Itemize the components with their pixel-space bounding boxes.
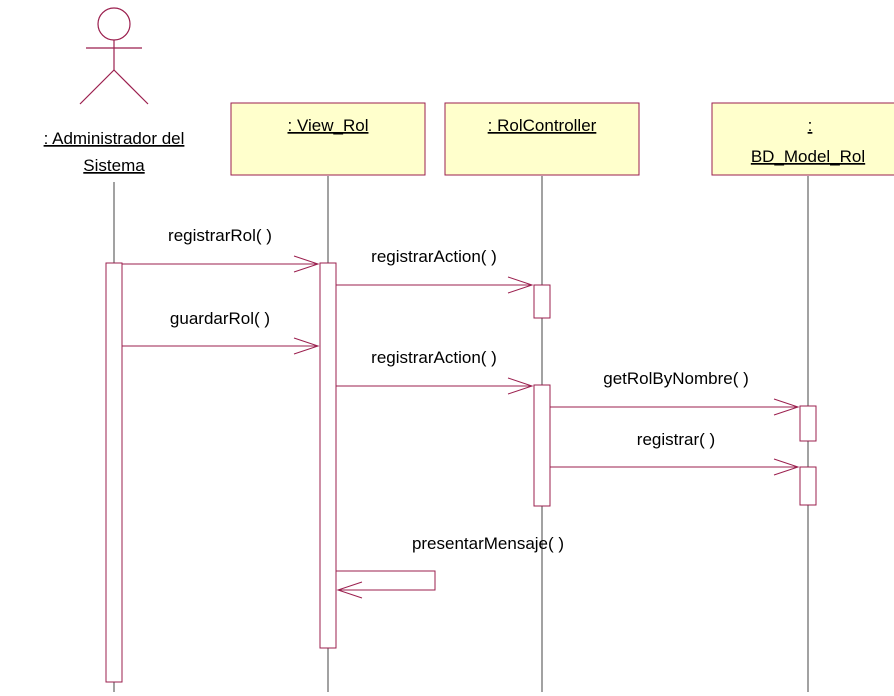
message-registrar <box>550 458 800 476</box>
message-registrar-rol <box>122 255 320 273</box>
object-bd-model-rol-label-line2: BD_Model_Rol <box>751 147 865 166</box>
message-label-get-rol-by-nombre: getRolByNombre( ) <box>603 369 749 388</box>
message-label-guardar-rol: guardarRol( ) <box>170 309 270 328</box>
object-view-rol: : View_Rol <box>230 102 426 176</box>
actor-label-line1: : Administrador del <box>44 129 185 148</box>
activation-model-1 <box>799 405 817 442</box>
message-label-registrar-rol: registrarRol( ) <box>168 226 272 245</box>
activation-controller-1 <box>533 284 551 319</box>
object-view-rol-label: : View_Rol <box>288 116 369 135</box>
message-presentar-mensaje <box>336 570 436 599</box>
activation-actor <box>105 262 123 683</box>
actor-label-line2: Sistema <box>83 156 145 175</box>
message-label-registrar: registrar( ) <box>637 430 715 449</box>
message-guardar-rol <box>122 337 320 355</box>
message-label-registrar-action-1: registrarAction( ) <box>371 247 497 266</box>
message-get-rol-by-nombre <box>550 398 800 416</box>
activation-view-rol <box>319 262 337 649</box>
object-bd-model-rol-label-line1: : <box>808 116 813 135</box>
object-rol-controller-label: : RolController <box>488 116 597 135</box>
message-registrar-action-1 <box>336 276 534 294</box>
message-registrar-action-2 <box>336 377 534 395</box>
activation-controller-2 <box>533 384 551 507</box>
object-rol-controller: : RolController <box>444 102 640 176</box>
message-label-presentar-mensaje: presentarMensaje( ) <box>412 534 564 553</box>
stick-figure-icon <box>79 7 149 105</box>
activation-model-2 <box>799 466 817 506</box>
message-label-registrar-action-2: registrarAction( ) <box>371 348 497 367</box>
object-bd-model-rol: : BD_Model_Rol <box>711 102 894 176</box>
